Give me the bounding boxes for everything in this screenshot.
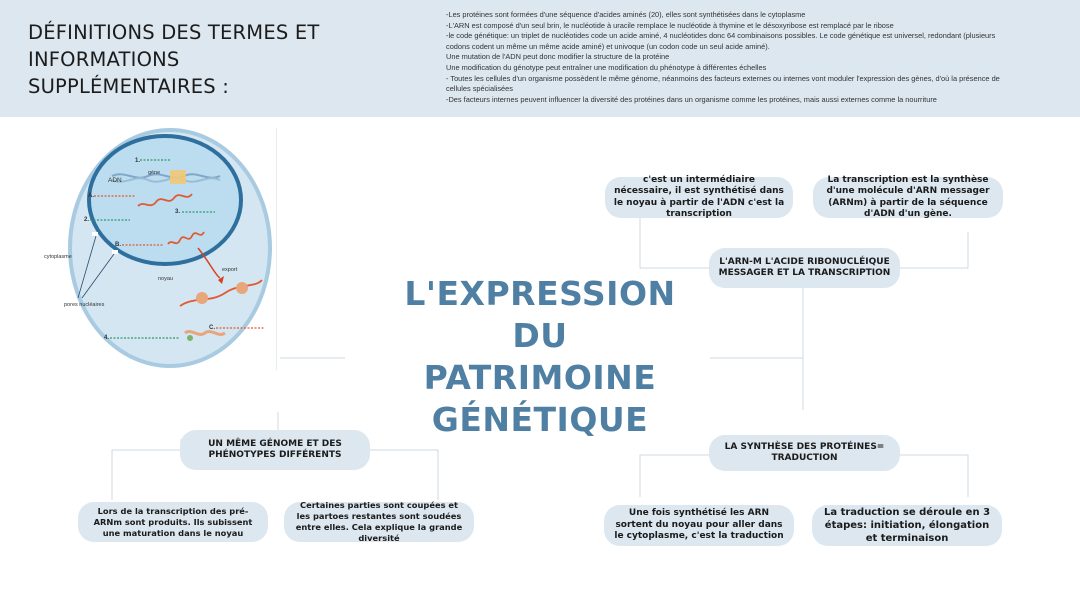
export-arrow	[197, 247, 221, 279]
node-text: c'est un intermédiaire nécessaire, il es…	[613, 174, 785, 220]
connector-line	[900, 232, 969, 269]
node-arnm-title: L'ARN-M L'ACIDE RIBONUCLÉIQUE MESSAGER E…	[709, 248, 900, 288]
node-proteines-left: Une fois synthétisé les ARN sortent du n…	[604, 505, 794, 546]
node-text: La traduction se déroule en 3 étapes: in…	[823, 507, 991, 544]
pointer-line	[81, 253, 115, 299]
connector-line	[370, 449, 439, 500]
ribosome-shape	[236, 282, 248, 294]
connector-line	[111, 449, 180, 500]
label-2: 2.	[84, 217, 89, 223]
protein-bead	[187, 335, 193, 341]
definitions-title-line: INFORMATIONS	[28, 48, 180, 71]
cell-diagram: ADN gène cytoplasme noyau export pores n…	[30, 128, 276, 370]
label-c: C.	[209, 325, 215, 331]
dna-strand	[111, 173, 221, 179]
definition-line: cellules spécialisées	[446, 84, 513, 94]
node-proteines-title: LA SYNTHÈSE DES PROTÉINES= TRADUCTION	[709, 435, 900, 471]
pointer-line	[77, 235, 97, 299]
main-title-line: DU	[512, 316, 568, 355]
nuclear-envelope	[87, 134, 243, 266]
definitions-title: DÉFINITIONS DES TERMES ET INFORMATIONS S…	[28, 19, 388, 100]
definition-line: -le code génétique: un triplet de nucléo…	[446, 31, 996, 41]
ribosome-shape	[196, 292, 208, 304]
label-export: export	[222, 267, 238, 273]
connector-line	[900, 454, 969, 497]
node-proteines-right: La traduction se déroule en 3 étapes: in…	[812, 505, 1002, 546]
node-text: L'ARN-M L'ACIDE RIBONUCLÉIQUE MESSAGER E…	[718, 256, 891, 279]
node-text: Certaines parties sont coupées et les pa…	[295, 500, 463, 543]
main-title-line: L'EXPRESSION	[404, 274, 676, 313]
node-text: Lors de la transcription des pré-ARNm so…	[93, 505, 253, 538]
label-noyau: noyau	[158, 276, 173, 282]
node-genome-title: UN MÊME GÉNOME ET DES PHÉNOTYPES DIFFÉRE…	[180, 430, 370, 470]
rna-strand	[167, 231, 205, 245]
node-text: Une fois synthétisé les ARN sortent du n…	[614, 508, 784, 542]
definition-line: - Toutes les cellules d'un organisme pos…	[446, 73, 1000, 83]
main-title-line: GÉNÉTIQUE	[431, 400, 649, 439]
nuclear-pore	[112, 250, 118, 254]
node-arnm-right: La transcription est la synthèse d'une m…	[813, 174, 1003, 220]
definition-line: -Les protéines sont formées d'une séquen…	[446, 10, 806, 19]
label-4: 4.	[104, 335, 109, 341]
gene-highlight	[170, 170, 186, 184]
label-pores: pores nucléaires	[64, 302, 105, 308]
label-a: A.	[88, 193, 94, 199]
label-1: 1.	[135, 158, 140, 164]
label-gene: gène	[148, 170, 160, 176]
rna-strand	[137, 193, 193, 207]
dna-strand	[111, 177, 221, 183]
definitions-text: -Les protéines sont formées d'une séquen…	[446, 10, 1074, 105]
label-cytoplasme: cytoplasme	[44, 254, 72, 260]
main-title: L'EXPRESSION DU PATRIMOINE GÉNÉTIQUE	[365, 273, 715, 441]
node-arnm-left: c'est un intermédiaire nécessaire, il es…	[605, 174, 793, 220]
node-genome-left: Lors de la transcription des pré-ARNm so…	[78, 502, 268, 542]
definition-line: Une modification du génotype peut entraî…	[446, 62, 767, 72]
main-title-line: PATRIMOINE	[423, 358, 657, 397]
label-3: 3.	[175, 209, 180, 215]
definitions-title-line: SUPPLÉMENTAIRES :	[28, 75, 229, 98]
definition-line: -Des facteurs internes peuvent influence…	[446, 94, 937, 104]
connector-line	[639, 218, 710, 269]
export-arrow-head	[218, 276, 224, 284]
definition-line: -L'ARN est composé d'un seul brin, le nu…	[446, 20, 894, 30]
label-adn: ADN	[108, 177, 122, 184]
node-genome-right: Certaines parties sont coupées et les pa…	[284, 500, 474, 543]
mrna-strand	[179, 279, 263, 307]
definition-line: codons codent un même un même acide amin…	[446, 41, 770, 51]
cell-membrane	[68, 128, 272, 368]
definition-line: Une mutation de l'ADN peut donc modifier…	[446, 52, 670, 62]
node-text: LA SYNTHÈSE DES PROTÉINES= TRADUCTION	[724, 441, 885, 464]
definitions-title-line: DÉFINITIONS DES TERMES ET	[28, 21, 320, 44]
node-text: UN MÊME GÉNOME ET DES PHÉNOTYPES DIFFÉRE…	[208, 438, 342, 461]
label-b: B.	[115, 242, 121, 248]
definitions-header: DÉFINITIONS DES TERMES ET INFORMATIONS S…	[0, 0, 1080, 117]
node-text: La transcription est la synthèse d'une m…	[826, 174, 990, 220]
nuclear-pore	[92, 232, 98, 236]
connector-line	[639, 454, 710, 497]
protein-chain	[184, 330, 226, 336]
